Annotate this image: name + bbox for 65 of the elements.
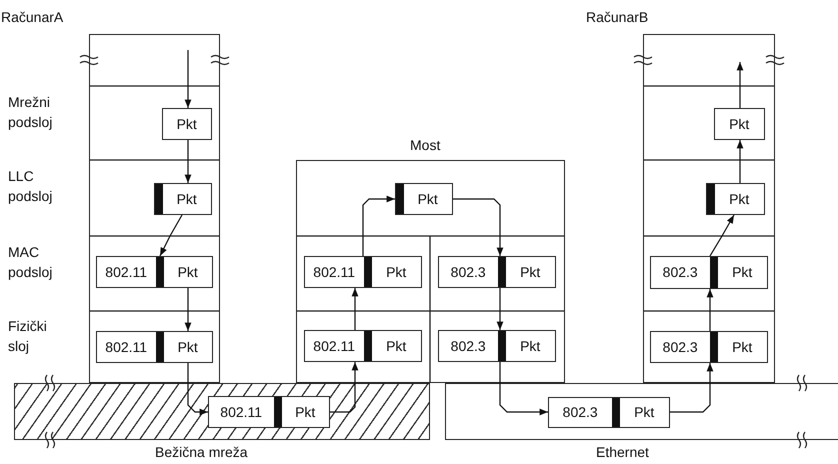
payload-label: Pkt [731,338,754,357]
frame-box [96,330,213,363]
arrow [184,50,192,108]
header-label: 802.3 [450,336,487,356]
arrow [670,363,714,413]
frame-box [208,396,330,428]
heading: RačunarB [586,9,648,25]
payload-label: Pkt [385,262,408,282]
header-label: 802.3 [662,338,699,357]
payload-label: Pkt [519,262,542,282]
heading: RačunarA [1,9,64,25]
payload-label: Pkt [728,114,750,134]
arrow [184,140,192,183]
arrow [496,288,504,330]
payload-label: Pkt [176,262,199,282]
payload-label: Pkt [416,190,439,209]
arrow [706,289,714,331]
layer-label: LLC podsloj [8,167,54,206]
frame-box [304,256,422,288]
payload-label: Pkt [176,190,198,209]
arrow [453,198,504,256]
packet-box [714,108,765,140]
header-label: 802.11 [104,338,148,357]
arrow [362,196,395,256]
header-label: 802.11 [312,336,356,356]
packet-box [162,108,212,140]
arrow [184,288,192,331]
arrow [736,62,744,108]
header-label: 802.11 [312,262,356,282]
frame-box [304,330,422,362]
header-label: 802.3 [662,263,699,282]
arrow [736,140,744,183]
payload-label: Pkt [294,402,316,422]
frame-box [650,256,768,289]
payload-label: Pkt [731,263,754,282]
layer-label: MAC podsloj [8,243,54,282]
frame-box [438,256,556,288]
arrow [709,214,735,256]
payload-label: Pkt [633,403,656,422]
heading: Ethernet [596,444,649,460]
header-label: 802.3 [562,403,599,422]
arrow [499,362,548,416]
arrow [352,288,358,330]
arrow [187,363,208,416]
frame-box [548,396,670,428]
payload-label: Pkt [176,338,199,357]
layer-label: Fizički sloj [8,317,48,356]
layer-label: Mrežni podsloj [8,93,54,132]
packet-box [394,182,453,215]
frame-box [96,256,213,288]
payload-label: Pkt [176,114,198,134]
payload-label: Pkt [385,336,408,356]
header-label: 802.3 [450,262,487,282]
heading: Bežična mreža [155,444,248,460]
arrow [330,362,358,413]
heading: Most [410,137,440,153]
header-label: 802.11 [104,262,148,282]
payload-label: Pkt [519,336,542,356]
header-label: 802.11 [219,402,264,422]
packet-box [154,182,212,215]
payload-label: Pkt [728,190,750,209]
packet-box [706,182,765,215]
frame-box [650,330,768,363]
frame-box [438,330,556,362]
arrow [159,214,183,256]
